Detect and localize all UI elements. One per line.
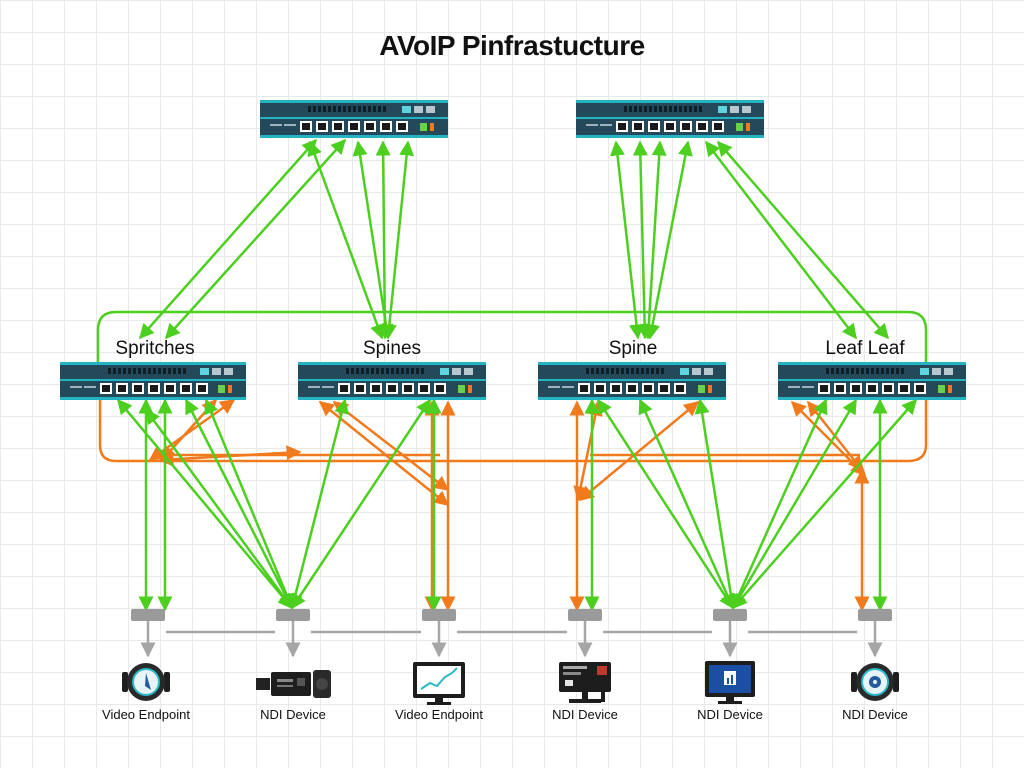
leaf-device-link — [144, 408, 294, 610]
orange-ring-link — [98, 400, 928, 463]
device-connector — [422, 609, 456, 621]
spine-leaf-link — [705, 140, 857, 340]
leaf-device-link — [288, 398, 349, 610]
device-connector — [568, 609, 602, 621]
leaf-switch-4 — [778, 362, 966, 400]
device-label-5: NDI Device — [697, 707, 763, 722]
spine-switch-1 — [260, 100, 448, 138]
leaf-device-link — [596, 398, 735, 610]
device-label-3: Video Endpoint — [395, 707, 483, 722]
leaf-device-link — [732, 398, 917, 610]
leaf-device-link — [117, 398, 293, 610]
leaf-label-4: Leaf Leaf — [825, 338, 905, 359]
leaf-cross-link — [578, 401, 700, 501]
device-connector — [276, 609, 310, 621]
leaf-label-3: Spine — [608, 338, 658, 359]
leaf-switch-1 — [60, 362, 246, 400]
leaf-cross-link — [573, 400, 603, 502]
device-connector — [858, 609, 892, 621]
leaf-device-link — [694, 398, 739, 610]
leaf-device-links — [117, 398, 917, 612]
monitor-chart-icon — [413, 662, 465, 705]
display-icon — [705, 661, 755, 704]
spine-leaf-link — [307, 140, 385, 340]
device-label-4: NDI Device — [552, 707, 618, 722]
spine-leaf-link — [381, 140, 415, 340]
leaf-device-link — [731, 398, 828, 610]
switches — [60, 100, 966, 400]
spine-leaf-link — [610, 140, 644, 340]
spine-leaf-link — [645, 140, 693, 340]
green-ring-link — [96, 310, 928, 362]
speaker-icon — [851, 663, 899, 701]
leaf-label-1: Spritches — [115, 338, 195, 359]
camera-icon — [122, 663, 170, 701]
leaf-device-link — [184, 398, 294, 610]
leaf-cross-link — [790, 400, 867, 477]
leaf-label-2: Spines — [362, 338, 422, 359]
spine-leaf-link — [632, 140, 653, 340]
device-connector — [713, 609, 747, 621]
device-label-2: NDI Device — [260, 707, 326, 722]
leaf-device-link — [731, 398, 858, 610]
leaf-device-link — [204, 398, 294, 610]
device-connector — [131, 609, 165, 621]
spine-leaf-link — [717, 140, 889, 340]
spine-switch-2 — [576, 100, 764, 138]
leaf-cross-link — [318, 401, 450, 506]
spine-leaf-link — [164, 138, 347, 340]
ndi-workstation-icon — [559, 662, 611, 703]
leaf-switch-2 — [298, 362, 486, 400]
leaf-device-link — [638, 398, 735, 610]
device-label-1: Video Endpoint — [102, 707, 190, 722]
spine-leaf-links — [139, 138, 889, 340]
device-label-6: NDI Device — [842, 707, 908, 722]
diagram-title: AVoIP Pinfrastucture — [379, 30, 645, 61]
spine-leaf-link — [139, 138, 317, 340]
leaf-cross-link — [148, 398, 236, 462]
ndi-box-icon — [256, 670, 331, 698]
leaf-device-link — [290, 398, 432, 610]
leaf-cross-link — [160, 398, 218, 462]
leaf-switch-3 — [538, 362, 726, 400]
device-connectors — [131, 609, 892, 621]
device-bus-links — [140, 621, 883, 658]
spine-leaf-link — [641, 140, 667, 340]
